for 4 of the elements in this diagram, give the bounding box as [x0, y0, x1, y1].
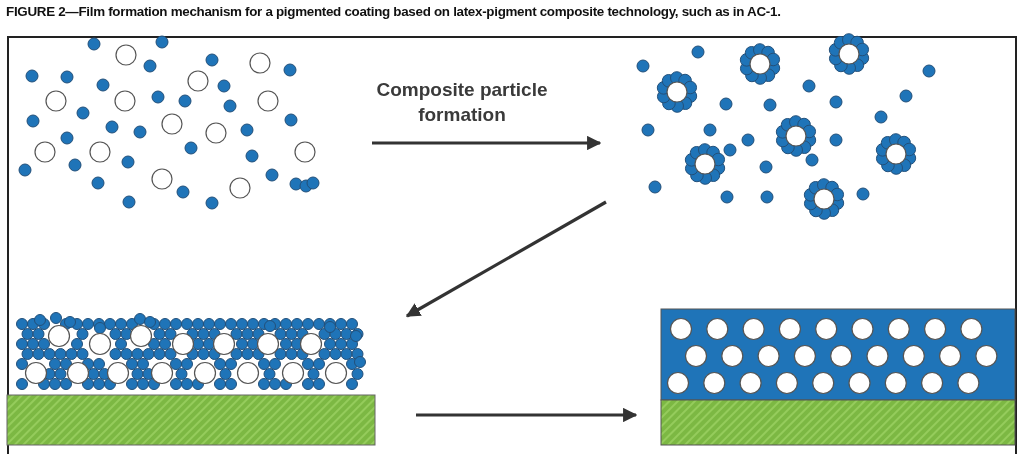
arrow — [405, 200, 607, 318]
arrow — [372, 135, 602, 151]
arrow — [416, 407, 638, 423]
figure-title: FIGURE 2—Film formation mechanism for a pigmented coating based on latex-pigment composite technology, such as in AC-1. — [6, 4, 781, 19]
